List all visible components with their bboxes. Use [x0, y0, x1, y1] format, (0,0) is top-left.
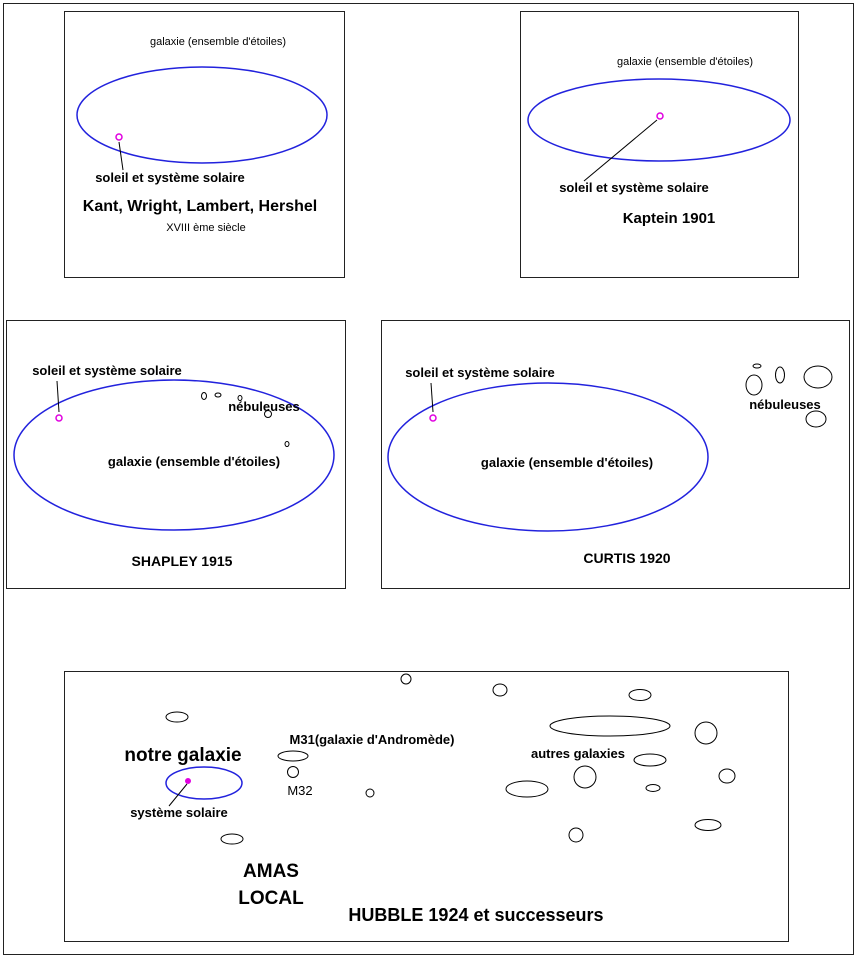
curtis-title: CURTIS 1920 [583, 550, 670, 566]
m31-label: M31(galaxie d'Andromède) [290, 732, 455, 747]
kant-sun-label: soleil et système solaire [95, 170, 245, 185]
curtis-galaxy-ellipse [387, 382, 709, 532]
kant-sun-pointer [118, 141, 124, 171]
shapley-nebula [264, 410, 272, 418]
kaptein-galaxy-label: galaxie (ensemble d'étoiles) [617, 56, 753, 68]
shapley-sun-label: soleil et système solaire [32, 363, 182, 378]
solar-system-marker [185, 778, 191, 784]
curtis-nebula [805, 410, 827, 428]
galaxy-ellipse [165, 711, 189, 723]
curtis-sun-pointer [430, 382, 434, 413]
kaptein-sun-marker [656, 112, 664, 120]
shapley-galaxy-label: galaxie (ensemble d'étoiles) [108, 454, 280, 469]
solar-system-label: système solaire [130, 805, 228, 820]
curtis-nebula [745, 374, 763, 396]
galaxy-ellipse [365, 788, 375, 798]
curtis-nebula [775, 366, 785, 384]
galaxy-ellipse [628, 689, 652, 701]
curtis-galaxy-label: galaxie (ensemble d'étoiles) [481, 455, 653, 470]
galaxy-ellipse [220, 833, 244, 845]
curtis-sun-marker [429, 414, 437, 422]
galaxy-ellipse [694, 721, 718, 745]
outer-frame [3, 3, 854, 955]
shapley-nebula [214, 392, 222, 398]
panel-hubble: notre galaxie système solaire M31(galaxi… [64, 671, 789, 942]
m32-ellipse [287, 766, 299, 778]
galaxy-ellipse [549, 715, 671, 737]
local-group-label-line2: LOCAL [238, 888, 304, 909]
curtis-nebulae-label: nébuleuses [749, 397, 821, 412]
shapley-sun-pointer [56, 380, 60, 413]
galaxy-ellipse [568, 827, 584, 843]
kant-galaxy-label: galaxie (ensemble d'étoiles) [150, 36, 286, 48]
shapley-nebula [237, 395, 243, 401]
galaxy-ellipse [400, 673, 412, 685]
our-galaxy-label: notre galaxie [124, 745, 241, 766]
hubble-title: HUBBLE 1924 et successeurs [348, 905, 603, 925]
shapley-nebula [284, 441, 290, 447]
other-galaxies-label: autres galaxies [531, 746, 625, 761]
panel-kant-frame [64, 11, 345, 278]
shapley-galaxy-ellipse [13, 379, 335, 531]
kaptein-sun-label: soleil et système solaire [559, 180, 709, 195]
panel-shapley-frame [6, 320, 346, 589]
galaxy-ellipse [694, 819, 722, 831]
kaptein-title: Kaptein 1901 [623, 210, 716, 227]
panel-curtis-frame [381, 320, 850, 589]
solar-system-pointer [168, 783, 188, 807]
curtis-nebula [752, 363, 762, 369]
panel-kaptein-frame [520, 11, 799, 278]
kant-subtitle: XVIII ème siècle [166, 222, 245, 234]
m31-ellipse [277, 750, 309, 762]
curtis-nebula [803, 365, 833, 389]
shapley-title: SHAPLEY 1915 [132, 553, 233, 569]
galaxy-ellipse [573, 765, 597, 789]
shapley-nebulae-label: nébuleuses [228, 399, 300, 414]
local-group-label-line1: AMAS [243, 861, 299, 882]
curtis-sun-label: soleil et système solaire [405, 365, 555, 380]
shapley-nebula [201, 392, 207, 400]
kant-galaxy-ellipse [76, 66, 328, 164]
galaxy-ellipse [645, 784, 661, 792]
galaxy-ellipse [633, 753, 667, 767]
panel-curtis: soleil et système solaire galaxie (ensem… [381, 320, 850, 589]
shapley-sun-marker [55, 414, 63, 422]
galaxy-ellipse [718, 768, 736, 784]
panel-shapley: soleil et système solaire nébuleuses gal… [6, 320, 346, 589]
kant-title: Kant, Wright, Lambert, Hershel [83, 198, 317, 215]
panel-kant: galaxie (ensemble d'étoiles) soleil et s… [64, 11, 345, 278]
m32-label: M32 [287, 783, 312, 798]
panel-hubble-frame [64, 671, 789, 942]
kaptein-sun-pointer [583, 119, 658, 182]
kaptein-galaxy-ellipse [527, 78, 791, 162]
galaxy-ellipse [505, 780, 549, 798]
our-galaxy-ellipse [165, 766, 243, 800]
kant-sun-marker [115, 133, 123, 141]
panel-kaptein: galaxie (ensemble d'étoiles) soleil et s… [520, 11, 799, 278]
galaxy-ellipse [492, 683, 508, 697]
